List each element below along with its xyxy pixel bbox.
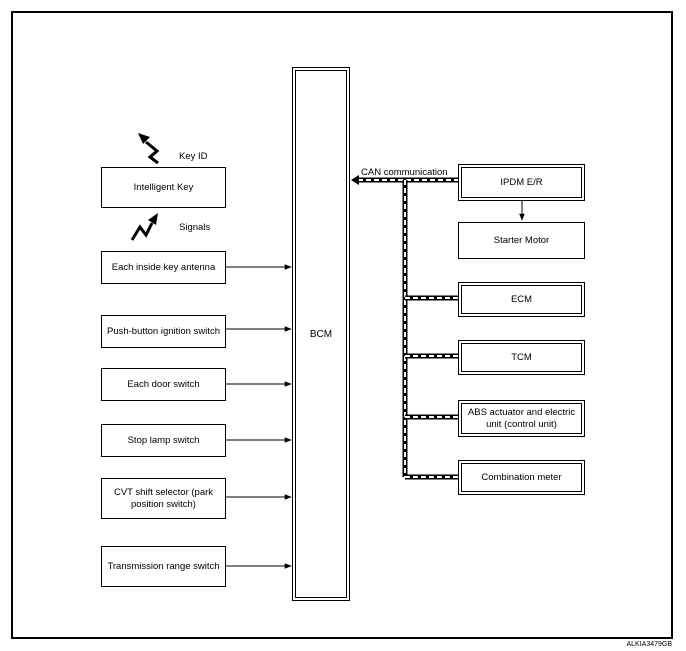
transmission-range-switch-box: Transmission range switch [101,546,226,587]
tcm-box: TCM [458,340,585,375]
ipdm-er-box: IPDM E/R [458,164,585,201]
tcm-label: TCM [461,343,582,372]
bcm-label: BCM [295,70,347,598]
can-bus [351,175,458,480]
combination-meter-box: Combination meter [458,460,585,495]
abs-actuator-box: ABS actuator and electric unit (control … [458,400,585,437]
cvt-shift-selector-box: CVT shift selector (park position switch… [101,478,226,519]
door-switch-box: Each door switch [101,368,226,401]
starter-motor-box: Starter Motor [458,222,585,259]
signals-label: Signals [179,222,211,233]
bcm-box: BCM [292,67,350,601]
can-communication-label: CAN communication [361,167,448,178]
ecm-box: ECM [458,282,585,317]
intelligent-key-box: Intelligent Key [101,167,226,208]
signals-icon [130,213,158,241]
ipdm-er-label: IPDM E/R [461,167,582,198]
abs-actuator-label: ABS actuator and electric unit (control … [461,403,582,434]
ecm-label: ECM [461,285,582,314]
combination-meter-label: Combination meter [461,463,582,492]
key-id-signal-icon [138,133,160,165]
key-id-label: Key ID [179,151,208,162]
stop-lamp-switch-box: Stop lamp switch [101,424,226,457]
push-button-ignition-switch-box: Push-button ignition switch [101,315,226,348]
inside-key-antenna-box: Each inside key antenna [101,251,226,284]
figure-id: ALKIA3479GB [626,641,672,648]
diagram-frame [11,11,673,639]
